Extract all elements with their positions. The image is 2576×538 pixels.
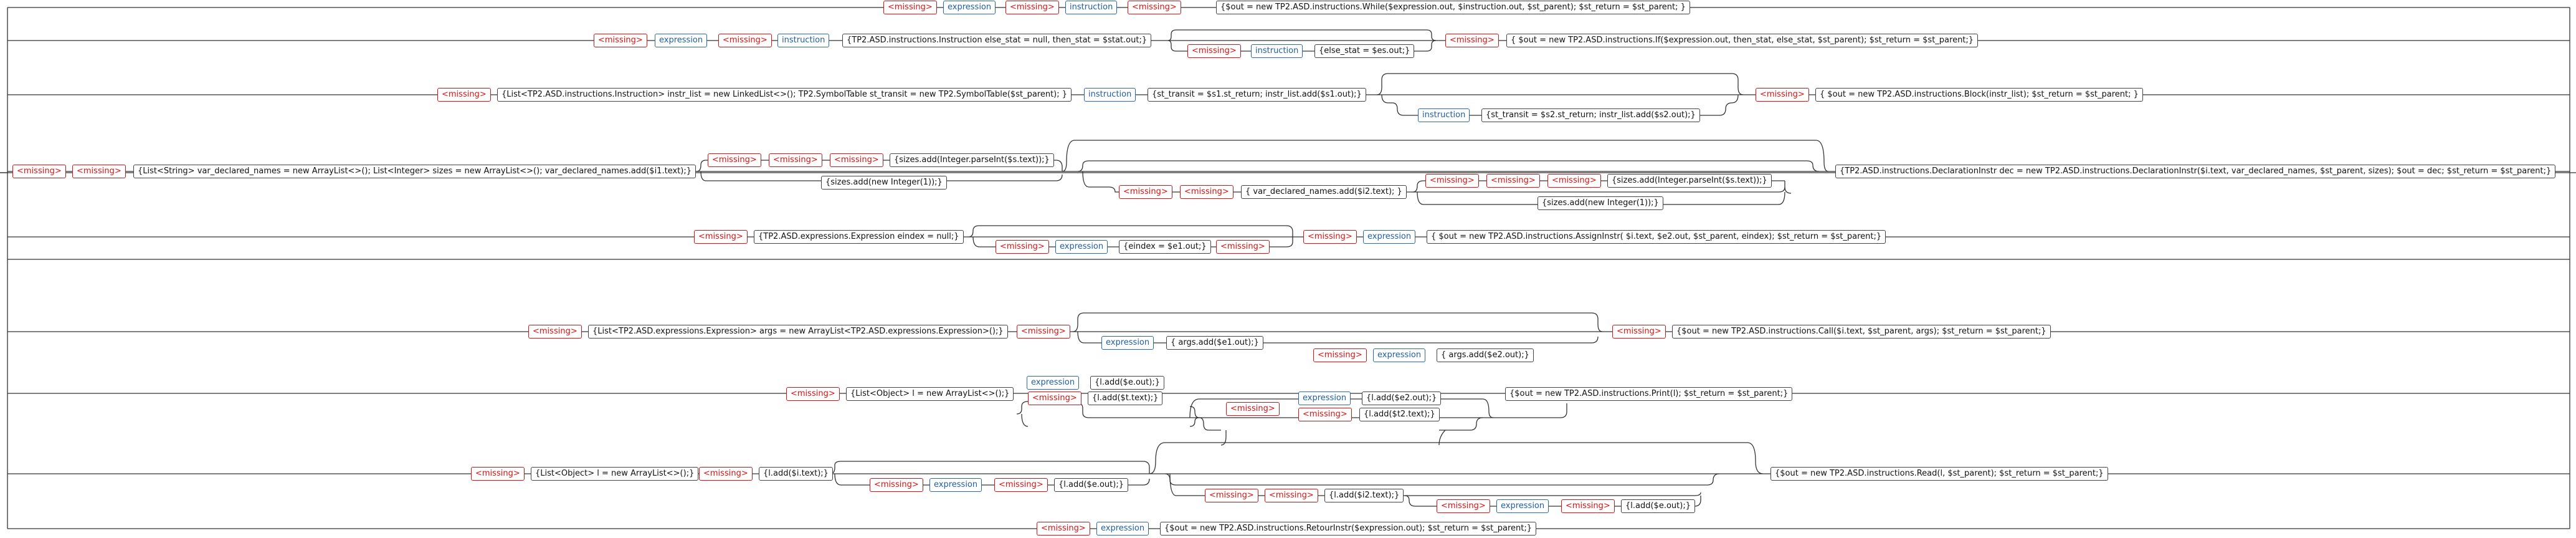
expression-ref[interactable]: expression — [1096, 522, 1149, 536]
action-sizes-default: {sizes.add(new Integer(1));} — [821, 176, 947, 190]
missing-terminal: <missing> — [1756, 88, 1809, 102]
action-var-add: { var_declared_names.add($i2.text); } — [1241, 185, 1407, 199]
missing-terminal: <missing> — [830, 153, 883, 167]
missing-terminal: <missing> — [1005, 1, 1059, 14]
action-print-e: {l.add($e.out);} — [1090, 376, 1164, 390]
missing-terminal: <missing> — [694, 230, 748, 244]
action-assign-init: {TP2.ASD.expressions.Expression eindex =… — [754, 230, 964, 244]
missing-terminal: <missing> — [769, 153, 822, 167]
instruction-ref[interactable]: instruction — [1084, 88, 1136, 102]
action-if-out: { $out = new TP2.ASD.instructions.If($ex… — [1506, 34, 1979, 47]
missing-terminal: <missing> — [528, 325, 582, 339]
missing-terminal: <missing> — [1437, 499, 1490, 513]
action-print-out: {$out = new TP2.ASD.instructions.Print(l… — [1505, 387, 1793, 401]
action-read-e: {l.add($e.out);} — [1054, 478, 1128, 492]
missing-terminal: <missing> — [471, 467, 525, 481]
action-print-init: {List<Object> l = new ArrayList<>();} — [846, 387, 1014, 401]
expression-ref[interactable]: expression — [1055, 240, 1108, 254]
action-if-init: {TP2.ASD.instructions.Instruction else_s… — [842, 34, 1152, 47]
missing-terminal: <missing> — [1128, 1, 1181, 14]
expression-ref[interactable]: expression — [1101, 336, 1154, 350]
missing-terminal: <missing> — [1612, 325, 1666, 339]
action-call-out: {$out = new TP2.ASD.instructions.Call($i… — [1672, 325, 2051, 339]
missing-terminal: <missing> — [72, 165, 126, 178]
action-else-stat: {else_stat = $es.out;} — [1314, 44, 1415, 58]
action-args-e1: { args.add($e1.out);} — [1166, 336, 1263, 350]
expression-ref[interactable]: expression — [1298, 391, 1351, 405]
action-print-t2: {l.add($t2.text);} — [1359, 408, 1440, 421]
action-sizes-parse: {sizes.add(Integer.parseInt($s.text));} — [890, 153, 1054, 167]
missing-terminal: <missing> — [12, 165, 66, 178]
expression-ref[interactable]: expression — [929, 478, 982, 492]
missing-terminal: <missing> — [1303, 230, 1357, 244]
missing-terminal: <missing> — [1187, 44, 1241, 58]
action-sizes-parse: {sizes.add(Integer.parseInt($s.text));} — [1607, 174, 1772, 188]
action-block-first: {st_transit = $s1.st_return; instr_list.… — [1148, 88, 1366, 102]
missing-terminal: <missing> — [1226, 402, 1280, 416]
instruction-ref[interactable]: instruction — [1251, 44, 1303, 58]
missing-terminal: <missing> — [870, 478, 923, 492]
instruction-ref[interactable]: instruction — [777, 34, 830, 47]
missing-terminal: <missing> — [1017, 325, 1070, 339]
missing-terminal: <missing> — [1265, 489, 1318, 502]
action-sizes-default: {sizes.add(new Integer(1));} — [1538, 196, 1663, 210]
missing-terminal: <missing> — [1425, 174, 1479, 188]
missing-terminal: <missing> — [437, 88, 491, 102]
action-read-i: {l.add($i.text);} — [759, 467, 833, 481]
missing-terminal: <missing> — [1216, 240, 1270, 254]
action-call-init: {List<TP2.ASD.expressions.Expression> ar… — [588, 325, 1008, 339]
instruction-ref[interactable]: instruction — [1418, 108, 1470, 122]
action-assign-out: { $out = new TP2.ASD.instructions.Assign… — [1427, 230, 1886, 244]
missing-terminal: <missing> — [1205, 489, 1258, 502]
missing-terminal: <missing> — [1180, 185, 1233, 199]
missing-terminal: <missing> — [883, 1, 937, 14]
missing-terminal: <missing> — [786, 387, 840, 401]
action-while-out: {$out = new TP2.ASD.instructions.While($… — [1216, 1, 1690, 14]
action-args-e2: { args.add($e2.out);} — [1437, 348, 1534, 362]
missing-terminal: <missing> — [1547, 174, 1601, 188]
missing-terminal: <missing> — [1561, 499, 1615, 513]
expression-ref[interactable]: expression — [655, 34, 708, 47]
missing-terminal: <missing> — [1313, 348, 1367, 362]
missing-terminal: <missing> — [1028, 391, 1081, 405]
missing-terminal: <missing> — [708, 153, 761, 167]
missing-terminal: <missing> — [718, 34, 772, 47]
missing-terminal: <missing> — [1486, 174, 1540, 188]
action-block-out: { $out = new TP2.ASD.instructions.Block(… — [1815, 88, 2143, 102]
instruction-ref[interactable]: instruction — [1065, 1, 1118, 14]
action-eindex: {eindex = $e1.out;} — [1119, 240, 1211, 254]
action-read-e2: {l.add($e.out);} — [1621, 499, 1695, 513]
action-read-out: {$out = new TP2.ASD.instructions.Read(l,… — [1770, 467, 2108, 481]
action-return-out: {$out = new TP2.ASD.instructions.RetourI… — [1160, 522, 1537, 536]
action-decl-out: {TP2.ASD.instructions.DeclarationInstr d… — [1835, 165, 2556, 178]
expression-ref[interactable]: expression — [1373, 348, 1426, 362]
missing-terminal: <missing> — [996, 240, 1049, 254]
missing-terminal: <missing> — [1298, 408, 1352, 421]
action-decl-init: {List<String> var_declared_names = new A… — [133, 165, 696, 178]
action-block-next: {st_transit = $s2.st_return; instr_list.… — [1481, 108, 1700, 122]
missing-terminal: <missing> — [699, 467, 753, 481]
expression-ref[interactable]: expression — [1496, 499, 1549, 513]
missing-terminal: <missing> — [1037, 522, 1090, 536]
action-read-i2: {l.add($i2.text);} — [1324, 489, 1404, 502]
missing-terminal: <missing> — [1445, 34, 1499, 47]
missing-terminal: <missing> — [994, 478, 1048, 492]
action-print-e2: {l.add($e2.out);} — [1362, 391, 1442, 405]
action-print-t: {l.add($t.text);} — [1088, 391, 1163, 405]
missing-terminal: <missing> — [594, 34, 647, 47]
expression-ref[interactable]: expression — [1363, 230, 1416, 244]
missing-terminal: <missing> — [1119, 185, 1172, 199]
action-read-init: {List<Object> l = new ArrayList<>();} — [531, 467, 699, 481]
expression-ref[interactable]: expression — [1027, 376, 1080, 390]
action-block-init: {List<TP2.ASD.instructions.Instruction> … — [497, 88, 1072, 102]
expression-ref[interactable]: expression — [943, 1, 996, 14]
